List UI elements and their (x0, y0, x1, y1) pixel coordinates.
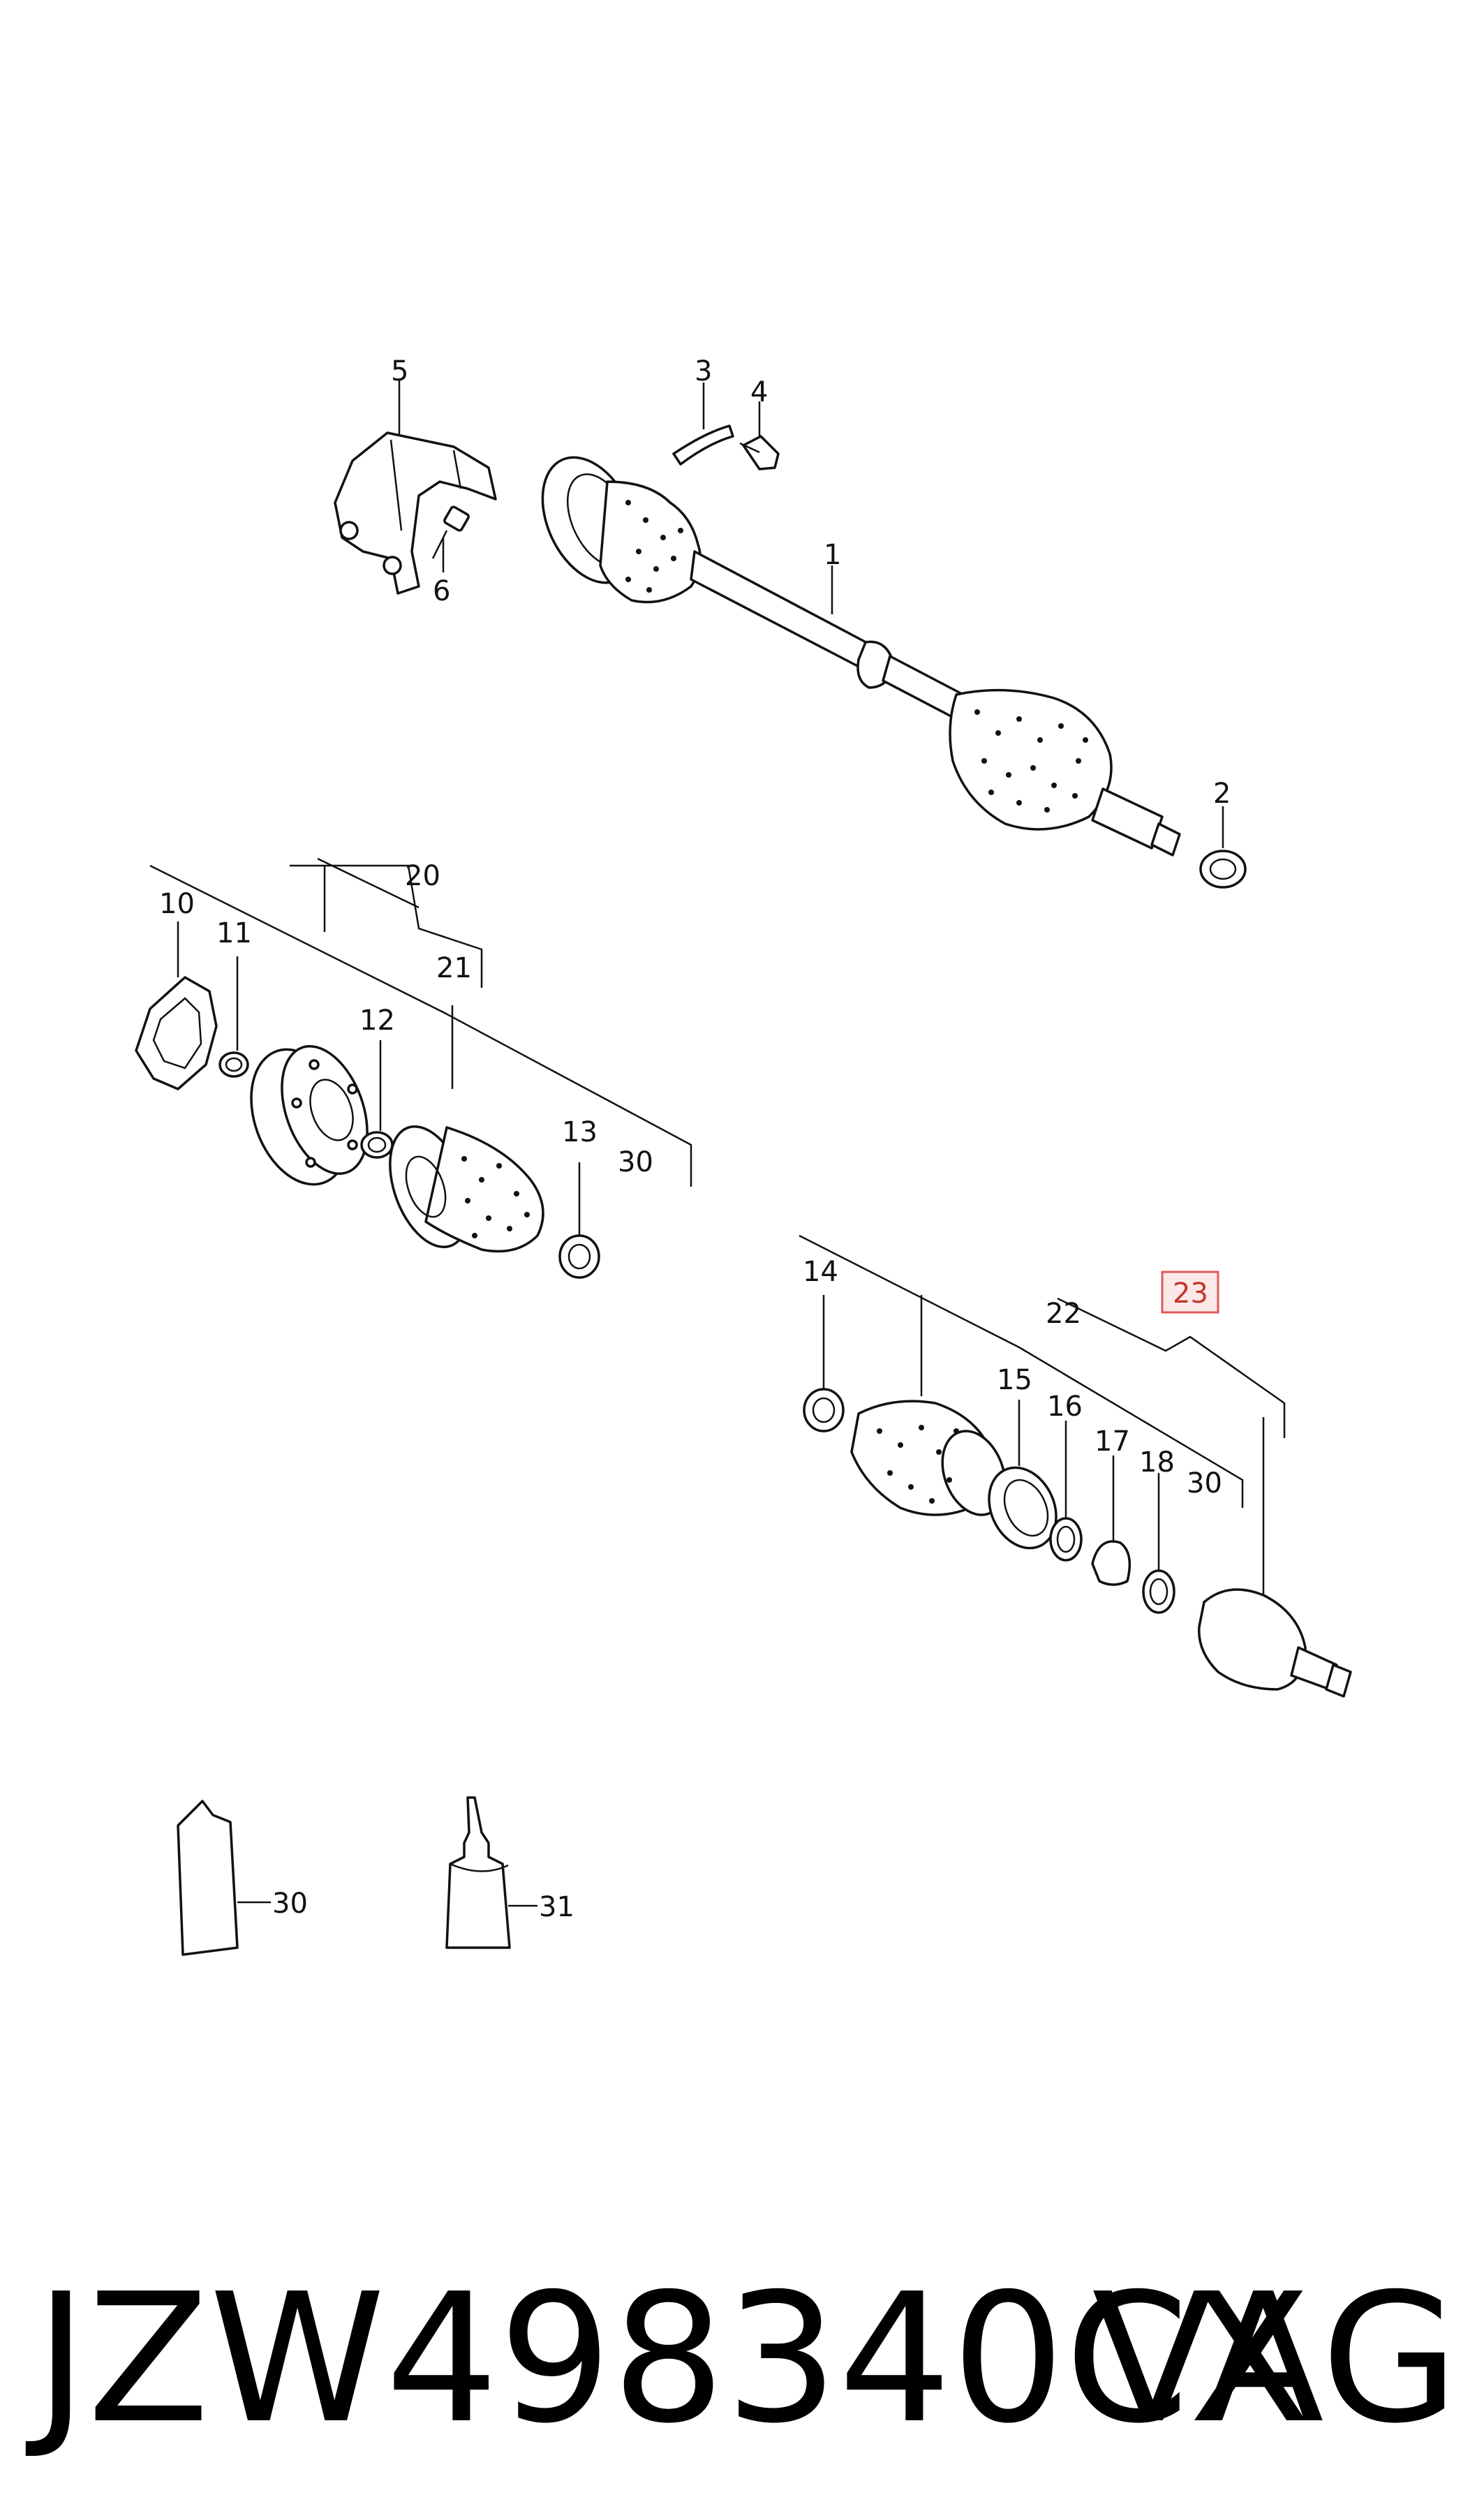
callout-4[interactable]: 4 (750, 376, 768, 408)
callout-30-outer[interactable]: 30 (1187, 1467, 1222, 1499)
parts-diagram: 1 2 3 4 5 6 10 11 12 13 14 15 16 17 18 2… (135, 355, 1352, 1956)
washer-part-16[interactable] (1049, 1421, 1083, 1562)
callout-1[interactable]: 1 (824, 539, 841, 571)
callout-11[interactable]: 11 (216, 917, 252, 949)
callout-20[interactable]: 20 (405, 860, 440, 892)
callout-16[interactable]: 16 (1047, 1391, 1083, 1423)
callout-10[interactable]: 10 (159, 888, 195, 920)
callout-12[interactable]: 12 (359, 1005, 395, 1037)
circlip-part-11[interactable] (218, 956, 249, 1078)
washer-part-12[interactable] (360, 1040, 394, 1159)
clamp-part-14[interactable] (803, 1295, 845, 1432)
circlip-part-3[interactable] (672, 383, 734, 466)
callout-15[interactable]: 15 (997, 1364, 1032, 1396)
callout-31[interactable]: 31 (539, 1891, 574, 1923)
callout-23-highlight (1161, 1271, 1219, 1314)
callout-2[interactable]: 2 (1213, 778, 1231, 810)
heat-shield-part-5[interactable] (334, 380, 497, 595)
outer-boot-dots (877, 1425, 959, 1504)
dish-part-17[interactable] (1091, 1456, 1131, 1586)
callout-18[interactable]: 18 (1139, 1446, 1175, 1479)
bolt-part-4[interactable] (739, 401, 780, 471)
clamp-part-15[interactable] (977, 1400, 1069, 1559)
inner-joint-bracket (149, 857, 692, 1187)
gasket-part-10[interactable] (135, 921, 218, 1090)
part-number: JZW498340CX (35, 2256, 1312, 2463)
callout-30-inner[interactable]: 30 (618, 1146, 653, 1178)
callout-13[interactable]: 13 (562, 1116, 598, 1148)
callout-6[interactable]: 6 (433, 575, 450, 607)
inner-boot-dots (461, 1156, 530, 1238)
callout-3[interactable]: 3 (695, 355, 712, 387)
brand-name: VAG (1092, 2256, 1459, 2463)
cv-joint-part-23[interactable] (1197, 1588, 1352, 1698)
footer: JZW498340CX VAG (35, 2255, 1459, 2464)
nut-part-2[interactable] (1199, 806, 1247, 889)
callout-14[interactable]: 14 (803, 1256, 838, 1288)
outer-joint-bracket (799, 1234, 1286, 1613)
clamp-part-13[interactable] (558, 1162, 600, 1279)
callout-21[interactable]: 21 (436, 952, 472, 984)
circlip-part-18[interactable] (1142, 1473, 1175, 1614)
drive-shaft-part-1[interactable] (524, 443, 1181, 857)
sealant-bottle-part-31[interactable] (445, 1796, 537, 1949)
grease-tube-part-30[interactable] (177, 1800, 271, 1956)
callout-17[interactable]: 17 (1095, 1425, 1130, 1458)
callout-30-tube[interactable]: 30 (272, 1888, 308, 1920)
bolt-part-6[interactable] (431, 505, 470, 572)
callout-23[interactable]: 23 (1173, 1277, 1208, 1310)
boot-dot-texture (625, 500, 1088, 813)
cv-joint-part-20[interactable] (234, 1035, 383, 1198)
inner-boot-part-21[interactable] (375, 1116, 544, 1257)
callout-22[interactable]: 22 (1046, 1298, 1081, 1330)
callout-5[interactable]: 5 (391, 355, 408, 387)
